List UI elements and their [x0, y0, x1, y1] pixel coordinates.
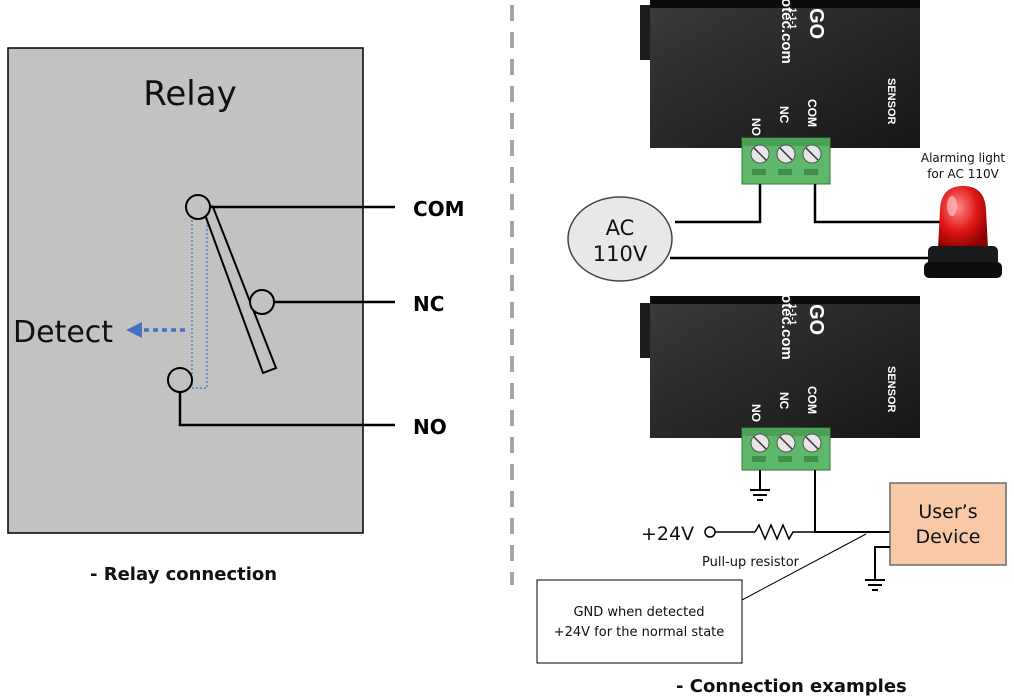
device-bottom-pin-com: COM: [805, 386, 819, 414]
device-bottom-sensor: SENSOR: [885, 366, 897, 413]
note-line1: GND when detected: [573, 605, 704, 620]
detect-label: Detect: [13, 315, 113, 350]
com-contact: [185, 194, 211, 220]
ac-source-line2: 110V: [593, 242, 648, 266]
alarm-label-line1: Alarming light: [921, 151, 1006, 165]
device-top-pin-nc: NC: [777, 106, 791, 124]
ac-wire-com: [813, 184, 960, 224]
ac-source: [567, 196, 673, 282]
no-label: NO: [413, 415, 447, 439]
device-top-brand: GO: [805, 8, 827, 39]
device-bottom-url: otec.com: [778, 294, 795, 360]
detect-arrow-head: [126, 322, 142, 338]
relay-title: Relay: [143, 74, 236, 114]
com-label: COM: [413, 197, 465, 221]
device-top-pin-com: COM: [805, 99, 819, 127]
nc-label: NC: [413, 292, 444, 316]
device-top: GO 1-1-1 otec.com SENSOR NO NC COM: [640, 0, 920, 185]
device-bottom-brand: GO: [805, 304, 827, 335]
ac-wire-nc: [675, 184, 762, 224]
ac-source-line1: AC: [606, 216, 635, 240]
signal-wire: [814, 470, 890, 533]
connection-caption: - Connection examples: [676, 676, 907, 697]
no-contact: [167, 367, 193, 393]
device-top-sensor: SENSOR: [885, 78, 897, 125]
alarm-label-line2: for AC 110V: [927, 167, 999, 181]
terminal-block-top: [741, 137, 831, 185]
note-line2: +24V for the normal state: [554, 625, 725, 640]
device-bottom-pin-nc: NC: [777, 392, 791, 410]
note-box: [536, 579, 743, 664]
ground-symbol-terminal: [750, 470, 770, 501]
resistor-label: Pull-up resistor: [702, 555, 800, 570]
device-top-pin-no: NO: [749, 118, 763, 136]
relay-box: [7, 47, 364, 534]
device-bottom-brand2: 1-1-1: [788, 304, 798, 325]
detect-dotted-path: [191, 215, 208, 389]
relay-panel: Relay COM NC NO Detect - Relay connectio…: [7, 47, 465, 585]
user-device-box: [889, 482, 1007, 566]
user-device-line2: Device: [916, 526, 981, 548]
note-pointer: [741, 533, 867, 601]
device-bottom: GO 1-1-1 otec.com SENSOR NO NC COM: [640, 294, 920, 471]
supply-label: +24V: [641, 523, 694, 545]
device-top-url: otec.com: [778, 0, 795, 64]
no-wire: [178, 392, 395, 427]
user-device-line1: User’s: [918, 501, 977, 523]
pull-up-resistor: [754, 523, 815, 541]
relay-caption: - Relay connection: [90, 564, 277, 585]
alarm-light-icon: [924, 186, 1002, 278]
ground-symbol-device: [865, 546, 890, 591]
supply-terminal: [704, 526, 716, 538]
device-bottom-pin-no: NO: [749, 404, 763, 422]
terminal-block-bottom: [741, 427, 831, 471]
nc-contact: [249, 289, 275, 315]
device-top-brand2: 1-1-1: [788, 8, 798, 29]
